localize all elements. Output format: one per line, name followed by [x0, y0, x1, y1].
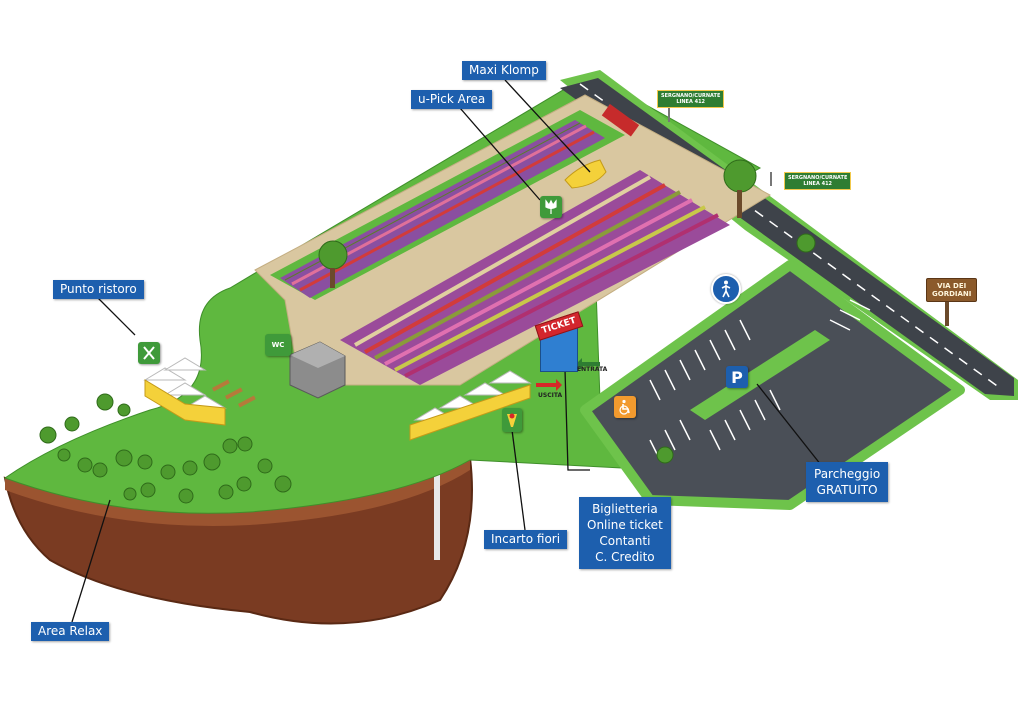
bus-sign-pole-2: [770, 172, 772, 186]
parcheggio-line-1: Parcheggio: [814, 467, 881, 481]
road-sign-line-2: GORDIANI: [932, 290, 972, 298]
bus-stop-sign-1: SERGNANO/CURNATE LINEA 412: [657, 90, 725, 108]
fork-knife-icon: [138, 342, 160, 364]
parcheggio-line-2: GRATUITO: [816, 483, 878, 497]
uscita-text: USCITA: [538, 392, 563, 399]
wood-sign-pole: [945, 300, 949, 326]
pedestrian-glyph: [721, 280, 731, 298]
wc-text: WC: [271, 341, 285, 349]
trees: [39, 159, 816, 504]
parking-icon: P: [726, 366, 748, 388]
upick-area-label: u-Pick Area: [411, 90, 493, 109]
pedestrian-icon: [711, 274, 741, 304]
fork-knife-glyph: [143, 346, 155, 360]
area-relax-label: Area Relax: [31, 622, 110, 641]
biglietteria-label: Biglietteria Online ticket Contanti C. C…: [579, 497, 671, 569]
bus-sign-pole-1: [668, 108, 670, 122]
bus: [601, 104, 640, 137]
maxi-klomp-clog: [564, 159, 607, 189]
wheelchair-icon: [614, 396, 636, 418]
parking-lot: [580, 260, 965, 510]
maxi-klomp-label: Maxi Klomp: [462, 61, 546, 80]
tents-ristoro: [143, 357, 227, 426]
flower-wrap-icon: [502, 408, 522, 432]
road-sign-line-1: VIA DEI: [937, 282, 967, 290]
wc-icon: WC: [265, 334, 291, 356]
biglietteria-line-1: Biglietteria: [592, 502, 658, 516]
biglietteria-line-3: Contanti: [599, 534, 651, 548]
entrata-arrow: [576, 358, 600, 370]
punto-ristoro-label: Punto ristoro: [53, 280, 144, 299]
bus-stop-1-line-1: SERGNANO/CURNATE: [661, 93, 721, 99]
incarto-fiori-label: Incarto fiori: [484, 530, 568, 549]
leader-lines: [71, 79, 826, 623]
picnic-benches: [211, 379, 256, 408]
biglietteria-line-2: Online ticket: [587, 518, 663, 532]
bus-stop-1-line-2: LINEA 412: [676, 99, 706, 105]
road-name-sign: VIA DEI GORDIANI: [926, 278, 978, 302]
bus-stop-2-line-1: SERGNANO/CURNATE: [788, 175, 848, 181]
flower-wrap-glyph: [507, 413, 517, 427]
tents-incarto: [409, 370, 532, 441]
parking-grass-strip: [690, 330, 830, 420]
tulip-glyph: [545, 199, 557, 214]
biglietteria-line-4: C. Credito: [595, 550, 655, 564]
parcheggio-label: Parcheggio GRATUITO: [806, 462, 889, 502]
parking-letter: P: [731, 367, 743, 387]
parking-lines: [649, 299, 871, 461]
sand-path: [254, 94, 772, 386]
main-flower-bed: [340, 170, 730, 385]
wheelchair-glyph: [619, 399, 630, 415]
wc-building: [289, 341, 346, 399]
entrata-text: ENTRATA: [577, 366, 608, 373]
tulip-icon: [540, 196, 562, 218]
bus-stop-2-line-2: LINEA 412: [803, 181, 833, 187]
uscita-arrow: [536, 379, 562, 391]
soil-layer-top: [5, 458, 470, 526]
bus-stop-sign-2: SERGNANO/CURNATE LINEA 412: [784, 172, 852, 190]
